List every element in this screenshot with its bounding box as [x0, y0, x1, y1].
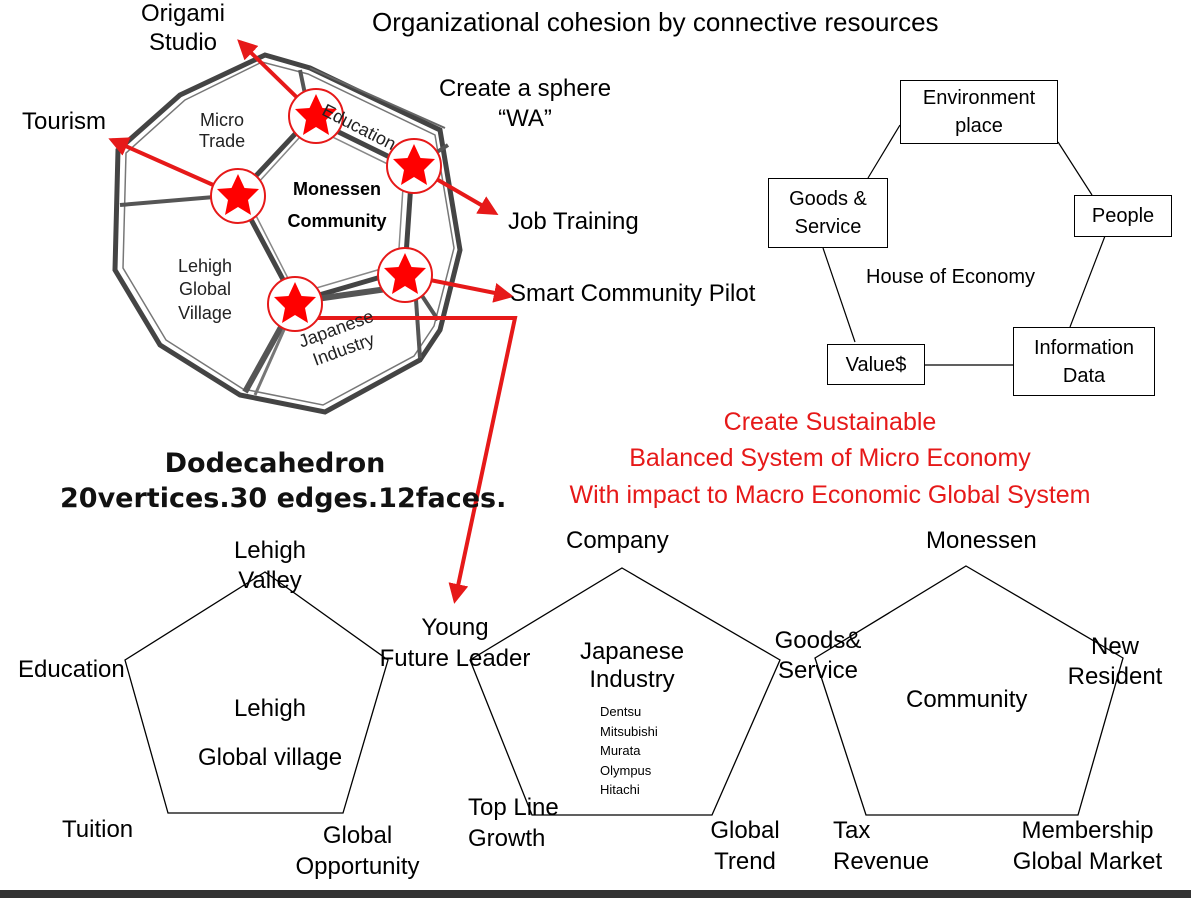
dodecahedron-caption: Dodecahedron 20vertices.30 edges.12faces…	[60, 446, 507, 516]
lehigh-tuition-label: Tuition	[62, 816, 134, 843]
star-icon	[377, 247, 433, 303]
pentagon-company	[469, 567, 781, 816]
lehigh-education-label: Education	[18, 656, 125, 683]
callout-origami-studio: Origami Studio	[140, 0, 225, 56]
monessen-membership-global-market-label: Membership Global Market	[1012, 817, 1163, 876]
pentagon-lehigh	[124, 571, 389, 814]
bottom-rule	[0, 890, 1191, 898]
company-label: Company	[566, 527, 669, 554]
company-name: Murata	[600, 743, 641, 758]
monessen-community-center: Community	[906, 686, 1028, 713]
company-goods-service-label: Goods& Service	[774, 627, 862, 684]
face-lehigh-global-village: Lehigh Global Village	[177, 256, 233, 323]
company-global-trend-label: Global Trend	[710, 817, 780, 876]
house-connectors	[822, 124, 1106, 366]
node-environment-place: Environment place	[900, 80, 1058, 144]
face-monessen-community: Monessen Community	[287, 179, 387, 231]
star-badges	[210, 88, 442, 332]
goal-statement: Create Sustainable Balanced System of Mi…	[569, 408, 1091, 509]
company-name: Olympus	[600, 762, 652, 778]
dodecahedron-specs: 20vertices.30 edges.12faces.	[60, 483, 507, 515]
monessen-new-resident-label: New Resident	[1067, 633, 1163, 690]
node-people: People	[1074, 195, 1172, 237]
company-top-line-growth-label: Top Line Growth	[468, 794, 559, 853]
callout-create-sphere: Create a sphere “WA”	[438, 75, 612, 132]
company-name: Mitsubishi	[600, 723, 658, 739]
arrow-young-leader	[295, 316, 518, 604]
lehigh-valley-label: Lehigh Valley	[233, 537, 307, 594]
star-icon	[210, 168, 266, 224]
company-name: Dentsu	[600, 704, 642, 719]
callout-job-training: Job Training	[508, 208, 639, 235]
page-title: Organizational cohesion by connective re…	[372, 7, 939, 37]
node-goods-service: Goods & Service	[768, 178, 888, 248]
dodecahedron-name: Dodecahedron	[164, 448, 386, 479]
face-micro-trade: Micro Trade	[198, 110, 246, 151]
callout-smart-community-pilot: Smart Community Pilot	[510, 280, 756, 307]
node-information-data: Information Data	[1013, 327, 1155, 396]
monessen-tax-revenue-label: Tax Revenue	[833, 817, 930, 876]
star-icon	[288, 88, 344, 144]
node-value: Value$	[827, 344, 925, 385]
star-icon	[386, 138, 442, 194]
lehigh-global-village-center: Lehigh Global village	[197, 695, 343, 772]
lehigh-global-opportunity-label: Global Opportunity	[295, 822, 420, 881]
company-japanese-industry-center: Japanese Industry	[579, 638, 685, 693]
star-icon	[267, 276, 323, 332]
company-name: Hitachi	[600, 782, 640, 797]
company-list: Dentsu Mitsubishi Murata Olympus Hitachi	[600, 702, 658, 800]
monessen-label: Monessen	[926, 527, 1037, 554]
young-future-leader-label: Young Future Leader	[379, 614, 531, 673]
callout-tourism: Tourism	[22, 108, 107, 135]
house-of-economy-label: House of Economy	[866, 266, 1035, 288]
pentagon-monessen	[814, 565, 1124, 816]
pentagons	[124, 565, 1124, 816]
